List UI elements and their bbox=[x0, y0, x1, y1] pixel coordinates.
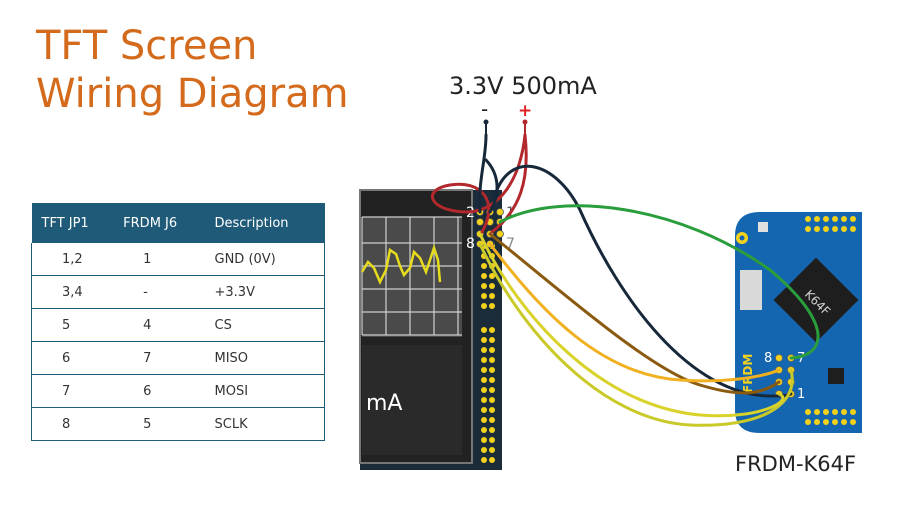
wire-green-miso bbox=[498, 204, 820, 360]
cell-tft-pin: 6 bbox=[31, 341, 114, 375]
cell-description: CS bbox=[204, 308, 325, 342]
header-tft-jp1: TFT JP1 bbox=[31, 203, 114, 243]
frdm-reset-button bbox=[758, 222, 768, 232]
power-plus-terminal bbox=[522, 119, 528, 125]
cell-frdm-pin: 1 bbox=[113, 243, 205, 276]
cell-tft-pin: 3,4 bbox=[31, 275, 114, 309]
tft-pin-label-7: 7 bbox=[506, 236, 515, 252]
table-row: 5 4 CS bbox=[31, 308, 325, 342]
power-minus-sign: - bbox=[481, 97, 488, 121]
power-terminals: - + bbox=[481, 97, 532, 135]
wire-yellow-mosi-b bbox=[478, 232, 785, 418]
cell-description: SCLK bbox=[204, 407, 325, 441]
wire-black-gnd-tft-b bbox=[484, 158, 499, 214]
tft-header-pins bbox=[481, 243, 495, 463]
frdm-mcu-chip: K64F bbox=[773, 257, 859, 343]
cell-frdm-pin: - bbox=[113, 275, 205, 309]
cell-tft-pin: 1,2 bbox=[31, 243, 114, 276]
title-line-1: TFT Screen bbox=[36, 23, 258, 69]
cell-tft-pin: 5 bbox=[31, 308, 114, 342]
table-row: 8 5 SCLK bbox=[31, 407, 325, 441]
wire-orange-sclk bbox=[488, 242, 781, 383]
wire-black-gnd-tft bbox=[478, 133, 488, 214]
tft-screen-text: mA bbox=[366, 391, 402, 416]
header-description: Description bbox=[204, 203, 325, 243]
cell-frdm-pin: 6 bbox=[113, 374, 205, 408]
wire-red-3v3 bbox=[430, 133, 527, 234]
frdm-pin-label-7: 7 bbox=[797, 351, 805, 366]
frdm-usb-connector bbox=[740, 270, 762, 310]
table-row: 6 7 MISO bbox=[31, 341, 325, 375]
frdm-board: K64F FRDM 8 7 1 bbox=[735, 212, 862, 433]
frdm-top-header bbox=[805, 216, 856, 232]
tft-module: mA bbox=[359, 189, 515, 470]
table-row: 1,2 1 GND (0V) bbox=[31, 243, 325, 276]
cell-frdm-pin: 7 bbox=[113, 341, 205, 375]
cell-frdm-pin: 4 bbox=[113, 308, 205, 342]
frdm-silk-label: FRDM bbox=[741, 354, 755, 393]
frdm-pin-label-1: 1 bbox=[797, 387, 805, 402]
wire-black-gnd-frdm bbox=[493, 164, 793, 398]
table-header-row: TFT JP1 FRDM J6 Description bbox=[31, 203, 325, 243]
diagram-title: TFT Screen Wiring Diagram bbox=[36, 22, 349, 118]
cell-description: GND (0V) bbox=[204, 243, 325, 276]
wires bbox=[430, 133, 820, 427]
frdm-board-name: FRDM-K64F bbox=[735, 452, 857, 476]
frdm-pin-label-8: 8 bbox=[764, 351, 772, 366]
tft-screen-grid bbox=[361, 216, 462, 336]
frdm-bottom-header bbox=[805, 409, 856, 425]
wire-red-3v3-b bbox=[490, 133, 528, 234]
title-line-2: Wiring Diagram bbox=[36, 71, 349, 117]
power-supply-label: 3.3V 500mA bbox=[449, 72, 597, 100]
tft-signal-trace bbox=[360, 244, 442, 285]
power-plus-sign: + bbox=[518, 101, 532, 121]
cell-tft-pin: 8 bbox=[31, 407, 114, 441]
cell-description: +3.3V bbox=[204, 275, 325, 309]
power-minus-terminal bbox=[483, 119, 489, 125]
table-row: 7 6 MOSI bbox=[31, 374, 325, 408]
cell-tft-pin: 7 bbox=[31, 374, 114, 408]
cell-description: MOSI bbox=[204, 374, 325, 408]
cell-frdm-pin: 5 bbox=[113, 407, 205, 441]
pin-mapping-table: TFT JP1 FRDM J6 Description 1,2 1 GND (0… bbox=[31, 203, 325, 441]
wire-yellow-mosi bbox=[478, 242, 794, 427]
frdm-small-chip bbox=[828, 368, 844, 384]
header-frdm-j6: FRDM J6 bbox=[113, 203, 205, 243]
cell-description: MISO bbox=[204, 341, 325, 375]
wire-brown-cs bbox=[488, 232, 781, 395]
table-row: 3,4 - +3.3V bbox=[31, 275, 325, 309]
tft-pin-label-8: 8 bbox=[466, 236, 475, 252]
tft-screen-lower bbox=[362, 345, 462, 455]
